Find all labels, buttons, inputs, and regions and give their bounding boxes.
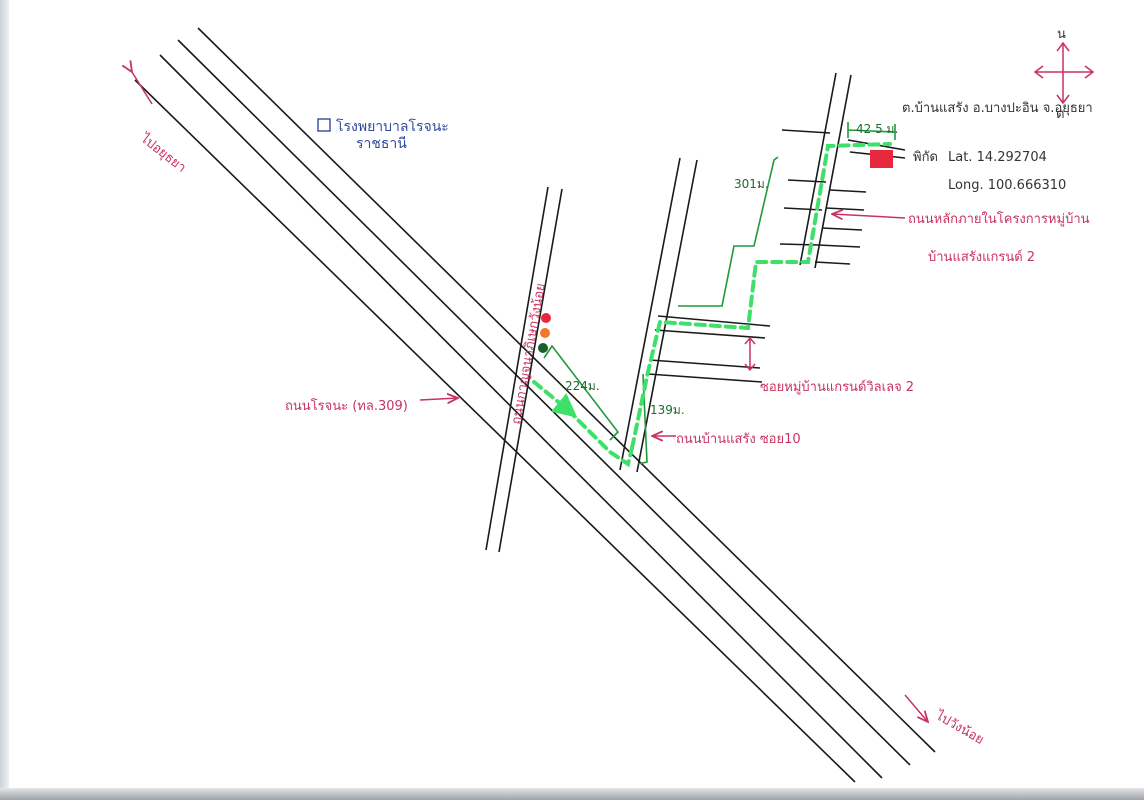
distance-301: 301ม. [734, 177, 769, 191]
coord-long: Long. 100.666310 [948, 178, 1066, 193]
side-roads [647, 129, 906, 383]
hospital-icon [317, 118, 331, 132]
label-rojana-road: ถนนโรจนะ (ทล.309) [285, 398, 408, 414]
label-to-ayutthaya: ไปอยุธยา [137, 130, 189, 176]
address: ต.บ้านแสรัง อ.บางปะอิน จ.อยุธยา [902, 101, 1093, 116]
label-village-road-2: บ้านแสรังแกรนด์ 2 [928, 249, 1035, 265]
dimension-lines [543, 122, 896, 465]
highway-rojana [134, 27, 936, 783]
scan-edge-bottom [0, 788, 1144, 800]
direction-arrows [132, 72, 928, 722]
traffic-light-red [541, 313, 551, 323]
distance-425: 42 5 ม. [856, 122, 898, 136]
label-village-road-1: ถนนหลักภายในโครงการหมู่บ้าน [908, 211, 1090, 227]
hospital-name-2: ราชธานี [356, 136, 407, 152]
label-to-wangnoi: ไปวังน้อย [932, 707, 987, 748]
compass-south: ต [1056, 107, 1064, 122]
route-path [532, 142, 892, 468]
scan-edge-left [0, 0, 9, 800]
distance-224: 224ม. [565, 379, 600, 393]
compass-icon: น ต [1033, 27, 1095, 122]
coord-label: พิกัด [913, 150, 938, 165]
distance-139: 139ม. [650, 403, 685, 417]
destination-marker [870, 150, 893, 168]
soi-10-road [619, 157, 698, 473]
traffic-light-green [538, 343, 548, 353]
label-ban-saeng-soi: ถนนบ้านแสรัง ซอย10 [676, 432, 801, 447]
label-soi-village: ซอยหมู่บ้านแกรนด์วิลเลจ 2 [760, 379, 914, 395]
hospital-name: โรงพยาบาลโรจนะ [336, 118, 449, 135]
village-main-road [799, 72, 852, 269]
compass-north: น [1057, 27, 1066, 42]
coord-lat: Lat. 14.292704 [948, 150, 1047, 165]
traffic-light-amber [540, 328, 550, 338]
traffic-light [538, 313, 551, 353]
label-cross-road: ถนนกาญจนาภิเษกวังน้อย [509, 282, 549, 426]
cross-road [485, 186, 563, 553]
